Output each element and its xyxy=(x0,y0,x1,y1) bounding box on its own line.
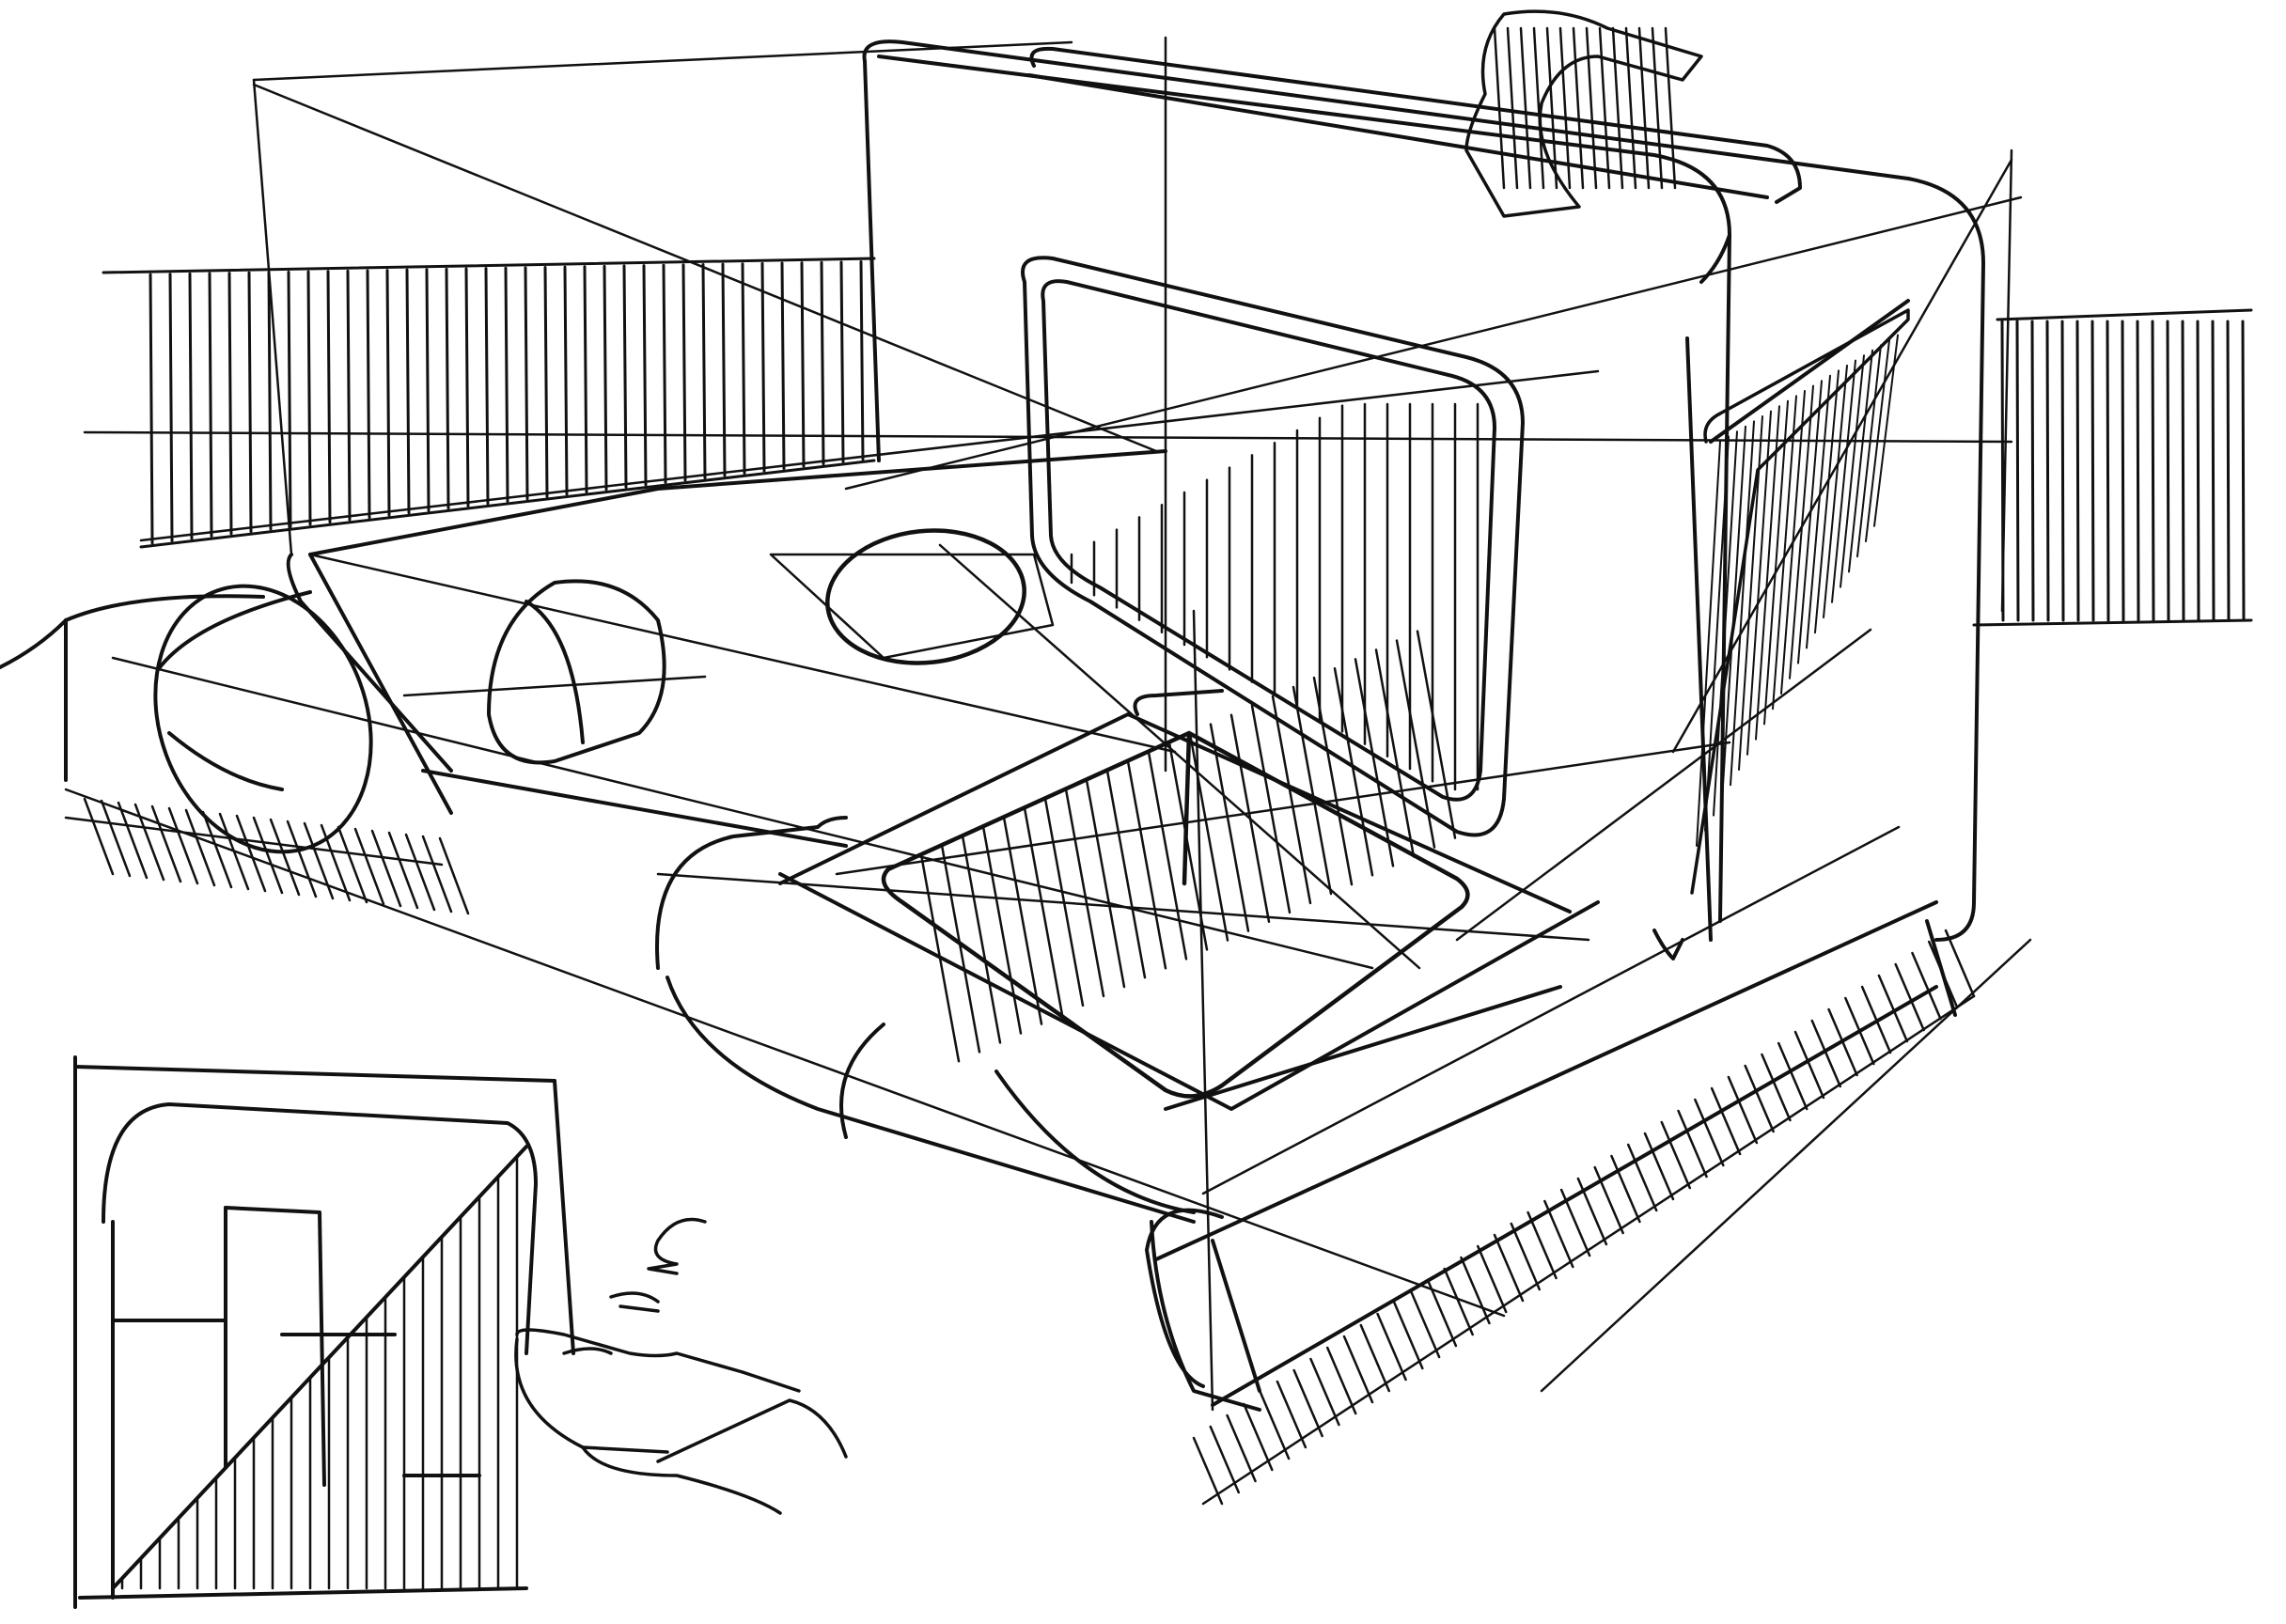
base-shadow-hatching xyxy=(64,797,1976,1506)
tall-display-housing xyxy=(862,39,1985,960)
base-platform xyxy=(308,449,1957,1412)
click-motion-icon xyxy=(609,1217,707,1313)
inset-detail-view xyxy=(73,1055,575,1609)
rounded-button xyxy=(286,553,666,773)
front-screen xyxy=(1021,256,1525,837)
right-hatched-backdrop xyxy=(1972,308,2253,627)
side-shaded-opening xyxy=(1690,308,1910,895)
circle-detail xyxy=(769,528,1055,665)
left-hatched-backdrop xyxy=(102,257,876,549)
hand-pointing-icon xyxy=(514,1328,848,1515)
front-tray xyxy=(655,689,1600,1224)
square-recess xyxy=(881,630,1470,1099)
rotation-arrow-icon xyxy=(1464,9,1703,218)
